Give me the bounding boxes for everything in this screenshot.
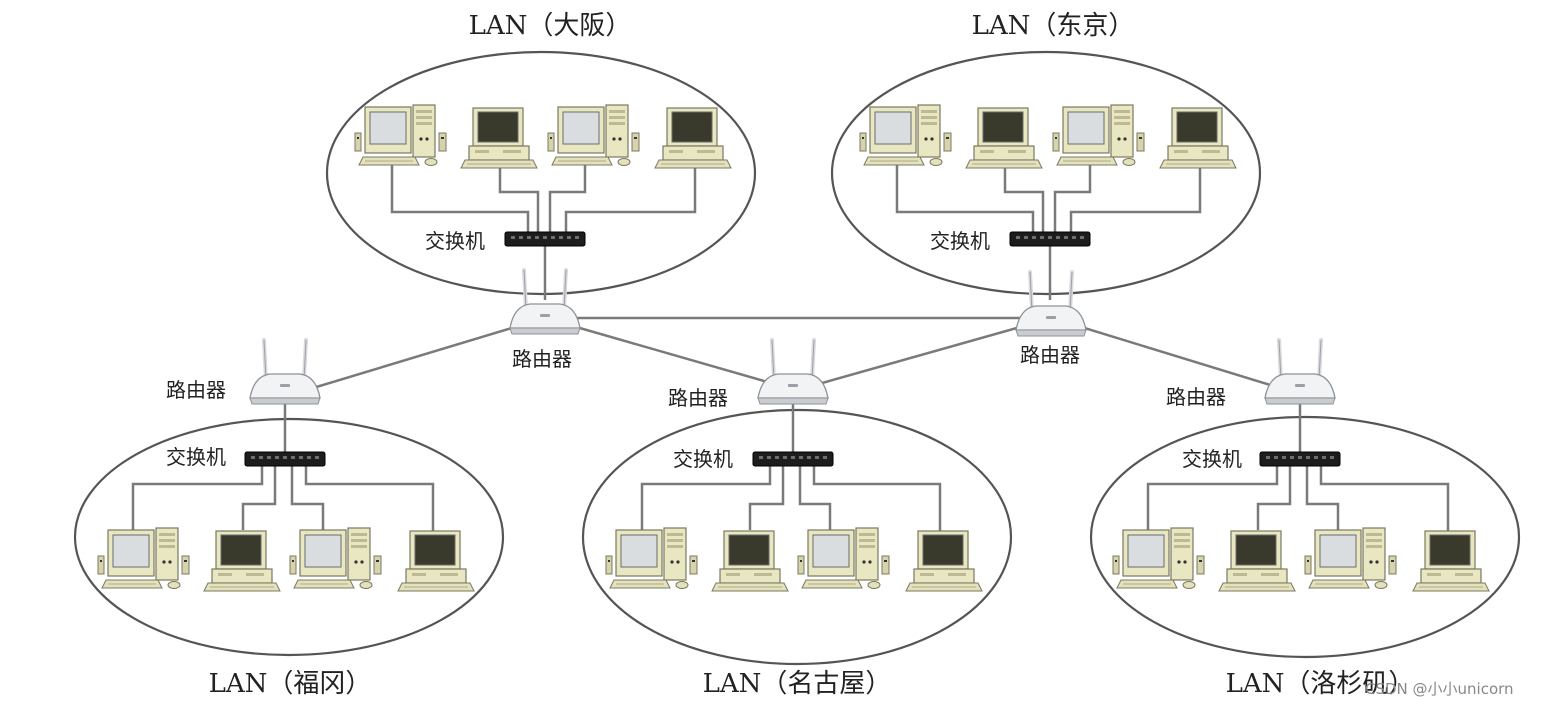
link-router-osaka-fukuoka — [312, 316, 546, 390]
computer-icon — [289, 527, 382, 590]
lan-la — [1089, 338, 1521, 659]
switch-icon — [1009, 231, 1091, 247]
link-tokyo-pc2 — [1003, 165, 1045, 232]
computer-icon — [1159, 107, 1237, 169]
router-icon — [248, 338, 322, 406]
computer-icon — [547, 104, 640, 167]
switch-label: 交换机 — [166, 445, 226, 469]
computer-icon — [1112, 527, 1205, 590]
lan-la-boundary — [1089, 415, 1521, 659]
computer-icon — [397, 530, 475, 592]
link-nagoya-pc4 — [812, 466, 942, 535]
switch-label: 交换机 — [425, 229, 485, 253]
switch-label: 交换机 — [673, 447, 733, 471]
computer-icon — [859, 104, 952, 167]
link-nagoya-pc1 — [640, 466, 772, 530]
computer-icon — [797, 527, 890, 590]
lan-tokyo-boundary — [830, 50, 1262, 296]
router-label: 路由器 — [1166, 385, 1226, 409]
link-tokyo-pc1 — [895, 165, 1035, 232]
computer-icon — [605, 527, 698, 590]
router-label: 路由器 — [1020, 343, 1080, 367]
computer-icon — [354, 104, 447, 167]
link-router-osaka-nagoya — [544, 316, 779, 387]
lan-title-fukuoka: LAN（福冈） — [209, 669, 372, 699]
link-osaka-pc1 — [390, 165, 530, 232]
computer-icon — [203, 530, 281, 592]
computer-icon — [1304, 527, 1397, 590]
computer-icon — [965, 107, 1043, 169]
link-osaka-pc4 — [564, 165, 697, 232]
link-router-tokyo-nagoya — [814, 316, 1053, 387]
switch-label: 交换机 — [930, 229, 990, 253]
switch-icon — [244, 451, 326, 467]
link-fukuoka-pc2 — [241, 466, 277, 530]
router-label: 路由器 — [166, 378, 226, 402]
link-fukuoka-pc1 — [131, 466, 264, 530]
link-nagoya-pc2 — [748, 466, 785, 530]
switch-icon — [504, 231, 586, 247]
link-la-pc4 — [1319, 466, 1450, 535]
computer-icon — [1412, 530, 1490, 592]
link-la-pc1 — [1146, 466, 1279, 530]
link-router-tokyo-la — [1051, 316, 1281, 390]
lan-osaka-boundary — [325, 50, 757, 296]
link-nagoya-pc3 — [798, 466, 832, 530]
link-osaka-pc3 — [548, 165, 587, 232]
computer-icon — [654, 107, 732, 169]
lan-title-nagoya: LAN（名古屋） — [703, 669, 892, 699]
computer-icon — [1052, 104, 1145, 167]
computer-icon — [905, 530, 983, 592]
link-la-pc3 — [1305, 466, 1340, 530]
router-label: 路由器 — [668, 386, 728, 410]
lan-title-la: LAN（洛杉矶） — [1226, 669, 1415, 699]
lan-fukuoka-boundary — [73, 417, 505, 657]
link-osaka-pc2 — [498, 165, 540, 232]
switch-icon — [752, 451, 834, 467]
link-fukuoka-pc4 — [304, 466, 435, 535]
computer-icon — [1218, 530, 1296, 592]
watermark: CSDN @小小unicorn — [1365, 680, 1514, 698]
lan-fukuoka — [73, 338, 505, 657]
link-tokyo-pc3 — [1053, 165, 1092, 232]
link-la-pc2 — [1256, 466, 1292, 530]
computer-icon — [711, 530, 789, 592]
computer-icon — [460, 107, 538, 169]
lan-title-osaka: LAN（大阪） — [469, 11, 632, 41]
router-icon — [756, 338, 830, 406]
switch-icon — [1259, 451, 1341, 467]
switch-label: 交换机 — [1182, 447, 1242, 471]
lan-tokyo — [830, 50, 1262, 338]
computer-icon — [97, 527, 190, 590]
lan-title-tokyo: LAN（东京） — [972, 11, 1135, 41]
link-tokyo-pc4 — [1069, 165, 1202, 232]
router-label: 路由器 — [512, 347, 572, 371]
lan-osaka — [325, 50, 757, 336]
lan-nagoya-boundary — [581, 408, 1013, 666]
router-icon — [1263, 338, 1337, 406]
lan-nagoya — [581, 338, 1013, 666]
link-fukuoka-pc3 — [290, 466, 325, 530]
